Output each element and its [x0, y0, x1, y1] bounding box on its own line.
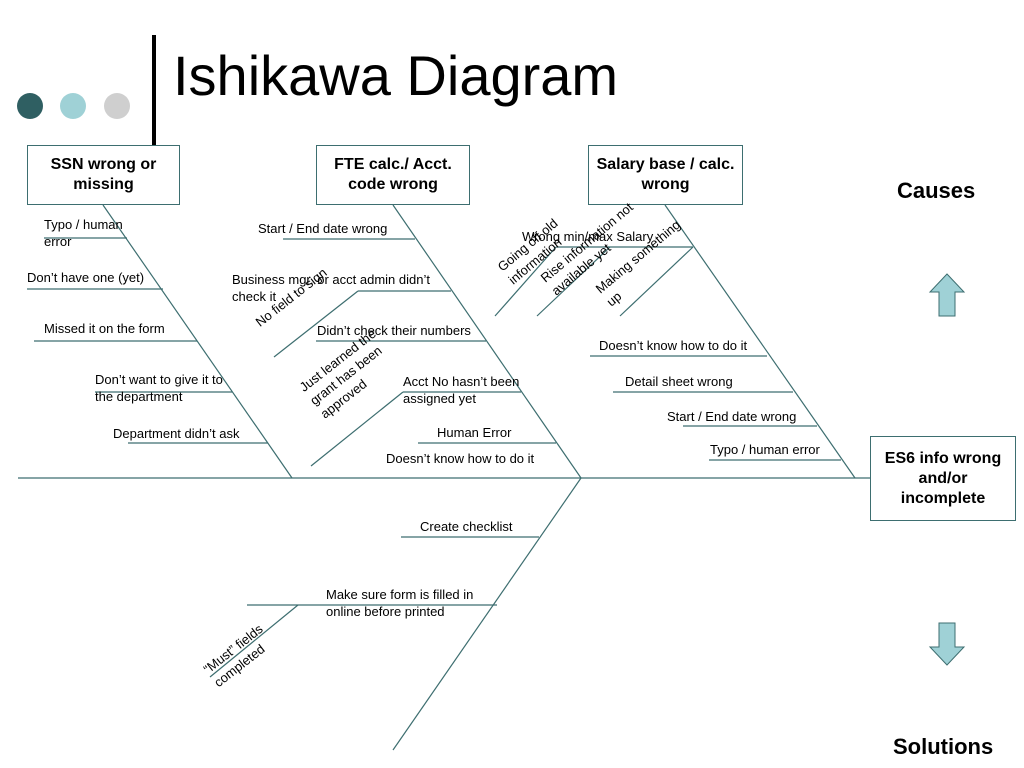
decorative-dot: [17, 93, 43, 119]
effect-box: ES6 info wrong and/or incomplete: [870, 436, 1016, 521]
cause-label: Don’t want to give it to the department: [95, 372, 223, 404]
category-box-fte: FTE calc./ Acct. code wrong: [316, 145, 470, 205]
cause-label: Doesn’t know how to do it: [599, 338, 748, 353]
solutions-label: Solutions: [893, 734, 994, 759]
sub-sal-diag-1: [494, 246, 557, 317]
cause-label: Didn’t check their numbers: [317, 323, 471, 338]
decorative-dot: [104, 93, 130, 119]
arrow-up-icon: [928, 273, 966, 317]
cause-label: Don’t have one (yet): [27, 270, 145, 285]
cause-label: Detail sheet wrong: [625, 374, 733, 389]
cause-label: Typo / human error: [710, 442, 820, 457]
cause-label: Typo / human error: [44, 217, 123, 249]
cause-label: Doesn’t know how to do it: [386, 451, 535, 466]
arrow-down-icon: [928, 622, 966, 666]
sub-sal-diag-3: [619, 246, 694, 317]
cause-label: Missed it on the form: [44, 321, 165, 336]
bone-fte: [392, 204, 582, 479]
sub-fte-diag-2: [310, 391, 404, 467]
category-box-salary: Salary base / calc. wrong: [588, 145, 743, 205]
cause-label: Acct No hasn’t been assigned yet: [403, 374, 520, 406]
bone-salary: [664, 204, 856, 479]
cause-label: Business mgr. or acct admin didn’t check…: [232, 272, 430, 304]
title-divider: [152, 35, 156, 180]
decorative-dot: [60, 93, 86, 119]
causes-label: Causes: [897, 178, 976, 203]
cause-label: Start / End date wrong: [258, 221, 388, 236]
sub-sal-diag-2: [536, 246, 611, 317]
category-box-ssn: SSN wrong or missing: [27, 145, 180, 205]
cause-label: Start / End date wrong: [667, 409, 797, 424]
solution-label: Create checklist: [420, 519, 513, 534]
cause-label: Human Error: [437, 425, 512, 440]
bone-solutions: [392, 477, 582, 751]
page-title: Ishikawa Diagram: [173, 44, 619, 107]
cause-label: Department didn’t ask: [113, 426, 240, 441]
cause-label: Wrong min/max Salary: [522, 229, 654, 244]
sub-sol-diag: [209, 604, 299, 678]
bone-ssn: [102, 204, 293, 479]
sub-fte-diag-1: [273, 290, 359, 358]
solution-label: Make sure form is filled in online befor…: [326, 587, 474, 619]
